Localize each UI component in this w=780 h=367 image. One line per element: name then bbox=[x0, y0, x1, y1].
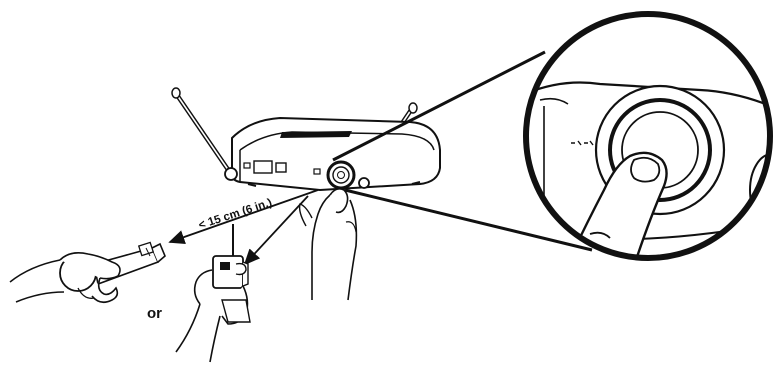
distance-arrow bbox=[168, 189, 319, 245]
zoom-finger-crease bbox=[589, 231, 611, 239]
hand-pressing-receiver bbox=[298, 188, 358, 301]
zoom-fingernail bbox=[630, 156, 661, 183]
sync-label-mark bbox=[571, 140, 594, 146]
or-label: or bbox=[147, 305, 162, 322]
magnifier-circle bbox=[523, 11, 773, 261]
zoom-finger bbox=[558, 151, 668, 258]
distance-label: < 15 cm (6 in.) bbox=[197, 197, 274, 232]
hand-holding-mic bbox=[9, 252, 121, 304]
zoom-line-bottom bbox=[344, 188, 593, 252]
bodypack-arrow bbox=[243, 195, 309, 266]
sync-button-small bbox=[326, 160, 356, 190]
zoom-device-front-line bbox=[539, 97, 569, 105]
bodypack-transmitter bbox=[212, 224, 249, 289]
zoom-line-top bbox=[332, 50, 546, 162]
hand-holding-bodypack bbox=[175, 262, 251, 363]
receiver-unit bbox=[224, 116, 441, 192]
antenna-left bbox=[171, 87, 233, 176]
